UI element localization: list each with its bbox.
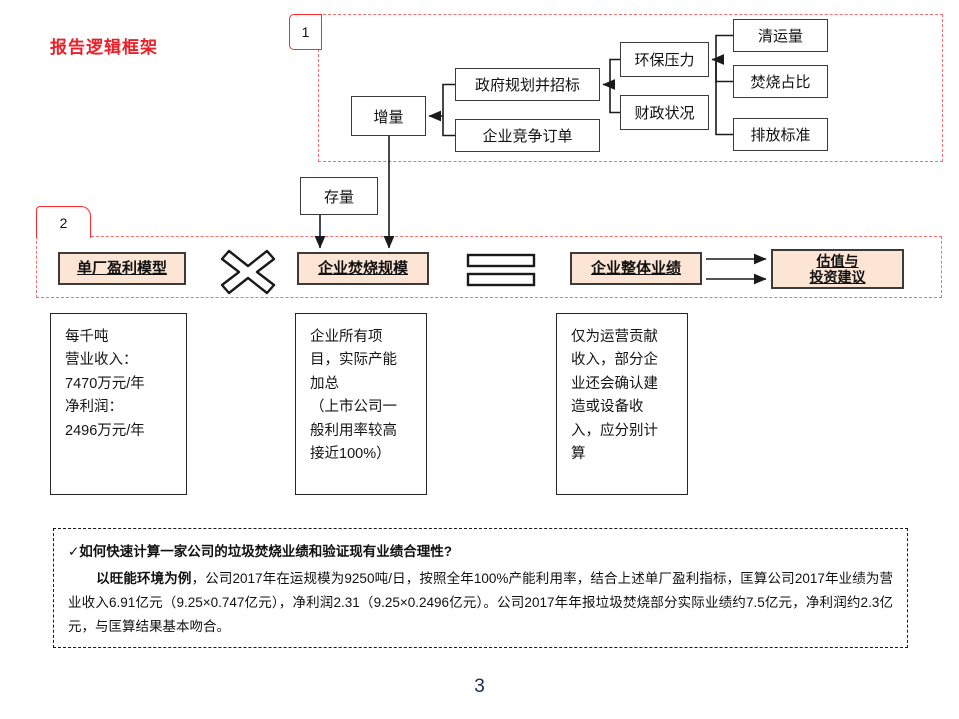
detail-box-overall: 仅为运营贡献 收入，部分企 业还会确认建 造或设备收 入，应分别计 算 bbox=[556, 313, 688, 495]
flow-box-driver-3: 排放标准 bbox=[733, 118, 828, 151]
section-2-region bbox=[36, 236, 942, 298]
detail-line: 加总 bbox=[310, 375, 339, 392]
flow-box-channel-1: 政府规划并招标 bbox=[455, 68, 600, 101]
multiply-icon bbox=[220, 249, 276, 295]
flow-box-driver-2: 焚烧占比 bbox=[733, 65, 828, 98]
model-box-overall-label: 企业整体业绩 bbox=[590, 259, 681, 277]
summary-note-body: 以旺能环境为例，公司2017年在运规模为9250吨/日，按照全年100%产能利用… bbox=[68, 567, 893, 639]
detail-box-single-plant: 每千吨 营业收入： 7470万元/年 净利润： 2496万元/年 bbox=[50, 313, 187, 495]
detail-line: 造或设备收 bbox=[571, 399, 644, 416]
flow-box-driver-1: 清运量 bbox=[733, 19, 828, 52]
detail-line: 接近100%） bbox=[310, 446, 391, 463]
detail-line: 仅为运营贡献 bbox=[571, 329, 658, 345]
model-box-scale-label: 企业焚烧规模 bbox=[317, 259, 408, 277]
summary-note-text: ，公司2017年在运规模为9250吨/日，按照全年100%产能利用率，结合上述单… bbox=[68, 570, 894, 634]
flow-box-increment: 增量 bbox=[351, 96, 426, 136]
detail-line: （上市公司一 bbox=[310, 399, 397, 416]
model-box-single-plant-label: 单厂盈利模型 bbox=[76, 259, 167, 277]
detail-line: 入，应分别计 bbox=[571, 422, 658, 439]
section-badge-1: 1 bbox=[289, 14, 322, 50]
model-box-valuation-line-2: 投资建议 bbox=[809, 269, 866, 285]
flow-box-stock: 存量 bbox=[300, 177, 378, 215]
model-box-scale: 企业焚烧规模 bbox=[297, 252, 429, 285]
summary-note-lead: 以旺能环境为例 bbox=[96, 570, 192, 586]
detail-line: 般利用率较高 bbox=[310, 422, 397, 439]
flow-box-pressure-1: 环保压力 bbox=[620, 42, 709, 77]
detail-box-scale: 企业所有项 目，实际产能 加总 （上市公司一 般利用率较高 接近100%） bbox=[295, 313, 427, 495]
flow-box-pressure-2: 财政状况 bbox=[620, 95, 709, 130]
detail-line: 企业所有项 bbox=[310, 329, 383, 345]
page-number: 3 bbox=[474, 676, 485, 697]
model-box-valuation-line-1: 估值与 bbox=[816, 252, 859, 269]
detail-line: 每千吨 bbox=[65, 329, 109, 345]
detail-line: 收入，部分企 bbox=[571, 352, 658, 369]
section-badge-2: 2 bbox=[36, 206, 91, 238]
model-box-valuation: 估值与 投资建议 bbox=[771, 249, 904, 289]
model-box-overall: 企业整体业绩 bbox=[570, 252, 702, 285]
detail-line: 业还会确认建 bbox=[571, 375, 658, 392]
detail-line: 2496万元/年 bbox=[65, 422, 145, 439]
detail-line: 净利润： bbox=[65, 399, 123, 416]
summary-note: ✓如何快速计算一家公司的垃圾焚烧业绩和验证现有业绩合理性? 以旺能环境为例，公司… bbox=[53, 528, 908, 648]
detail-line: 营业收入： bbox=[65, 352, 138, 369]
section-1-region bbox=[318, 14, 943, 162]
model-box-single-plant: 单厂盈利模型 bbox=[58, 252, 186, 285]
detail-line: 算 bbox=[571, 446, 586, 463]
detail-line: 目，实际产能 bbox=[310, 352, 397, 369]
summary-note-heading: ✓如何快速计算一家公司的垃圾焚烧业绩和验证现有业绩合理性? bbox=[68, 544, 453, 559]
equals-icon bbox=[466, 253, 536, 287]
page-title: 报告逻辑框架 bbox=[50, 38, 158, 57]
flow-box-channel-2: 企业竞争订单 bbox=[455, 119, 600, 152]
detail-line: 7470万元/年 bbox=[65, 375, 145, 392]
